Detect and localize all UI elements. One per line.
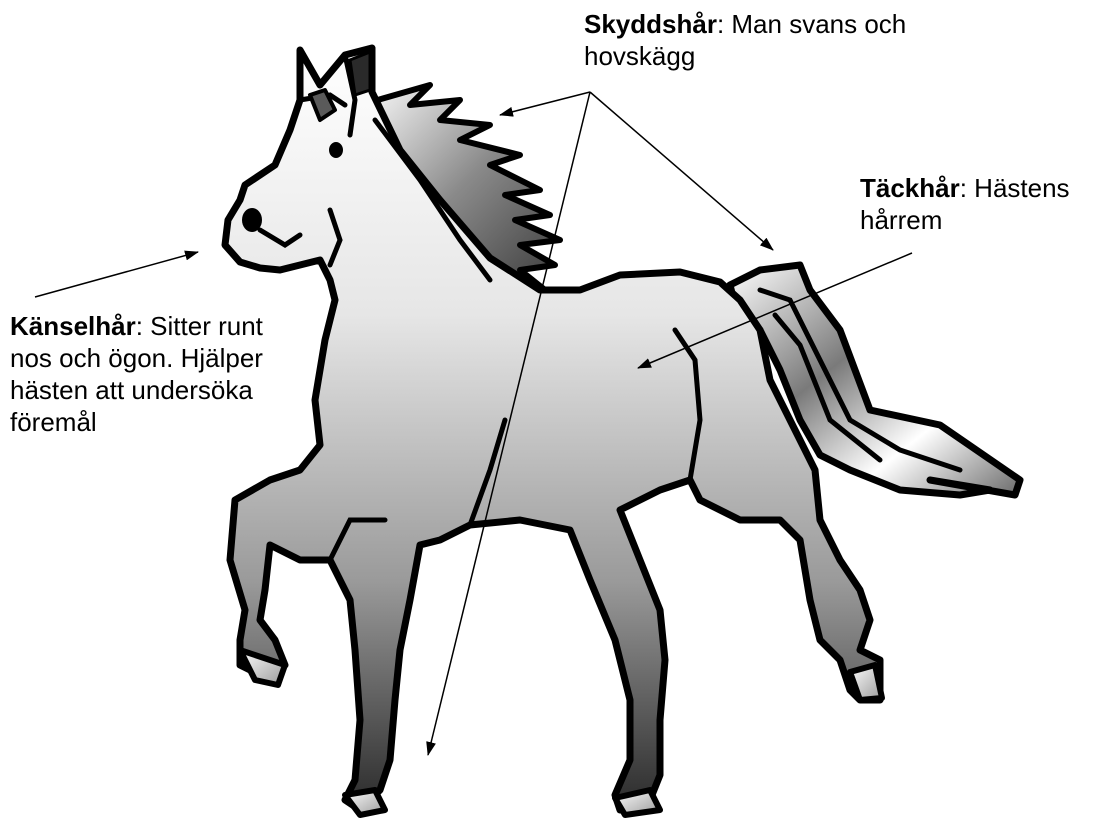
hoof-hind-right <box>615 790 660 815</box>
arrow-skyddshar-mane <box>500 92 590 115</box>
arrow-kanselhar <box>35 252 198 297</box>
arrow-skyddshar-tail <box>590 92 773 250</box>
label-skyddshar-term: Skyddshår <box>584 9 717 39</box>
label-kanselhar: Känselhår: Sitter runt nos och ögon. Hjä… <box>10 310 310 438</box>
label-tackhar-term: Täckhår <box>860 173 960 203</box>
label-skyddshar: Skyddshår: Man svans och hovskägg <box>584 8 914 72</box>
horse-nostril <box>242 208 262 232</box>
horse-eye <box>329 142 343 158</box>
label-tackhar: Täckhår: Hästens hårrem <box>860 172 1110 236</box>
hoof-front-right <box>345 790 385 815</box>
horse-body <box>225 48 880 810</box>
label-kanselhar-term: Känselhår <box>10 311 136 341</box>
